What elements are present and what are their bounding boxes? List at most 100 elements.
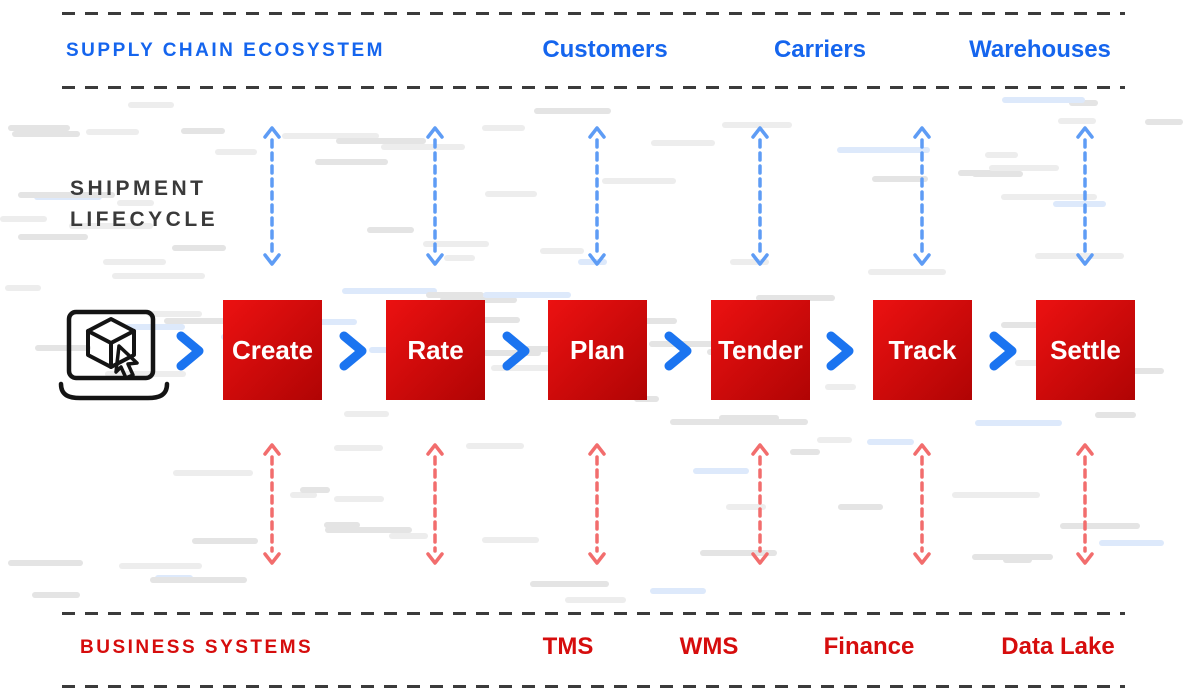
background-dash [1015,359,1057,366]
stage-box-tender: Tender [711,300,810,400]
background-dash [564,596,626,603]
background-dash [692,468,750,475]
background-dash [18,233,89,240]
background-dash [484,191,537,198]
background-dash [730,259,770,266]
background-dash [381,144,465,151]
background-dash [466,442,525,449]
background-dash [756,295,835,302]
background-dash [490,365,584,372]
background-dash [4,285,42,292]
background-dash [111,272,205,279]
ecosystem-link-arrow-icon [588,126,606,266]
background-dash [650,140,716,147]
background-dash [836,147,931,154]
background-dash [314,158,388,165]
background-dash [1052,201,1107,208]
stage-box-create: Create [223,300,322,400]
business-item-tms: TMS [542,633,594,660]
background-dash [700,549,778,556]
business-link-arrow-icon [588,443,606,565]
business-link-arrow-icon [263,443,281,565]
business-link-arrow-icon [1076,443,1094,565]
ecosystem-link-arrow-icon [1076,126,1094,266]
background-dash [718,415,779,422]
background-dash [868,268,946,275]
background-dash [824,383,856,390]
background-dash [422,240,489,247]
background-dash [443,255,475,262]
flow-chevron-icon [989,331,1017,371]
flow-chevron-icon [176,331,204,371]
background-dash [32,591,80,598]
background-dash [290,492,317,499]
background-dash [467,316,520,323]
background-dash [971,553,1054,560]
flow-chevron-icon [502,331,530,371]
background-dash [163,317,234,324]
background-dash [336,137,426,144]
business-item-datalake: Data Lake [1001,633,1115,660]
background-dash [1060,522,1141,529]
background-dash [127,102,174,108]
background-dash [181,128,225,135]
dashed-divider-bottom [62,685,1125,688]
dashed-divider-top [62,12,1125,15]
ecosystem-title: SUPPLY CHAIN ECOSYSTEM [66,40,385,61]
background-dash [341,288,438,295]
background-dash [150,576,247,583]
background-dash [85,128,140,135]
background-dash [971,171,1023,178]
background-dash [730,419,808,426]
background-dash [119,562,202,569]
stage-box-plan: Plan [548,300,647,400]
stage-label: Settle [1050,334,1121,365]
background-dash [871,175,928,182]
background-dash [1001,194,1097,201]
stage-label: Track [888,334,957,365]
business-link-arrow-icon [913,443,931,565]
stage-label: Plan [570,334,625,365]
background-dash [0,216,47,223]
background-dash [333,445,384,452]
laptop-order-icon [58,309,170,401]
background-dash [103,258,167,265]
background-dash [324,527,412,534]
business-link-arrow-icon [426,443,444,565]
background-dash [282,133,379,140]
background-dash [669,419,740,426]
background-dash [482,124,526,131]
shipment-lifecycle-label: SHIPMENT LIFECYCLE [70,173,218,235]
background-dash [343,411,390,418]
background-dash [426,292,485,299]
ecosystem-link-arrow-icon [426,126,444,266]
background-dash [866,438,914,445]
business-title: BUSINESS SYSTEMS [80,637,314,658]
stage-box-rate: Rate [386,300,485,400]
background-dash [300,318,357,325]
background-dash [989,165,1060,172]
background-dash [984,152,1018,159]
stage-label: Create [232,334,313,365]
dashed-divider-business [62,612,1125,615]
background-dash [7,560,83,567]
business-item-wms: WMS [679,633,739,660]
background-dash [117,200,155,207]
background-dash [68,222,153,229]
ecosystem-item-customers: Customers [542,36,668,63]
background-dash [540,248,585,255]
background-dash [533,108,611,115]
stage-label: Rate [407,334,464,365]
background-dash [483,291,572,298]
background-dash [1144,118,1184,125]
background-dash [481,537,539,544]
background-dash [952,491,1040,498]
background-dash [1003,557,1032,564]
background-dash [1057,117,1096,124]
background-dash [1099,539,1164,546]
background-dash [173,469,253,476]
background-dash [146,311,202,318]
background-dash [837,503,884,510]
ecosystem-item-warehouses: Warehouses [969,36,1111,63]
